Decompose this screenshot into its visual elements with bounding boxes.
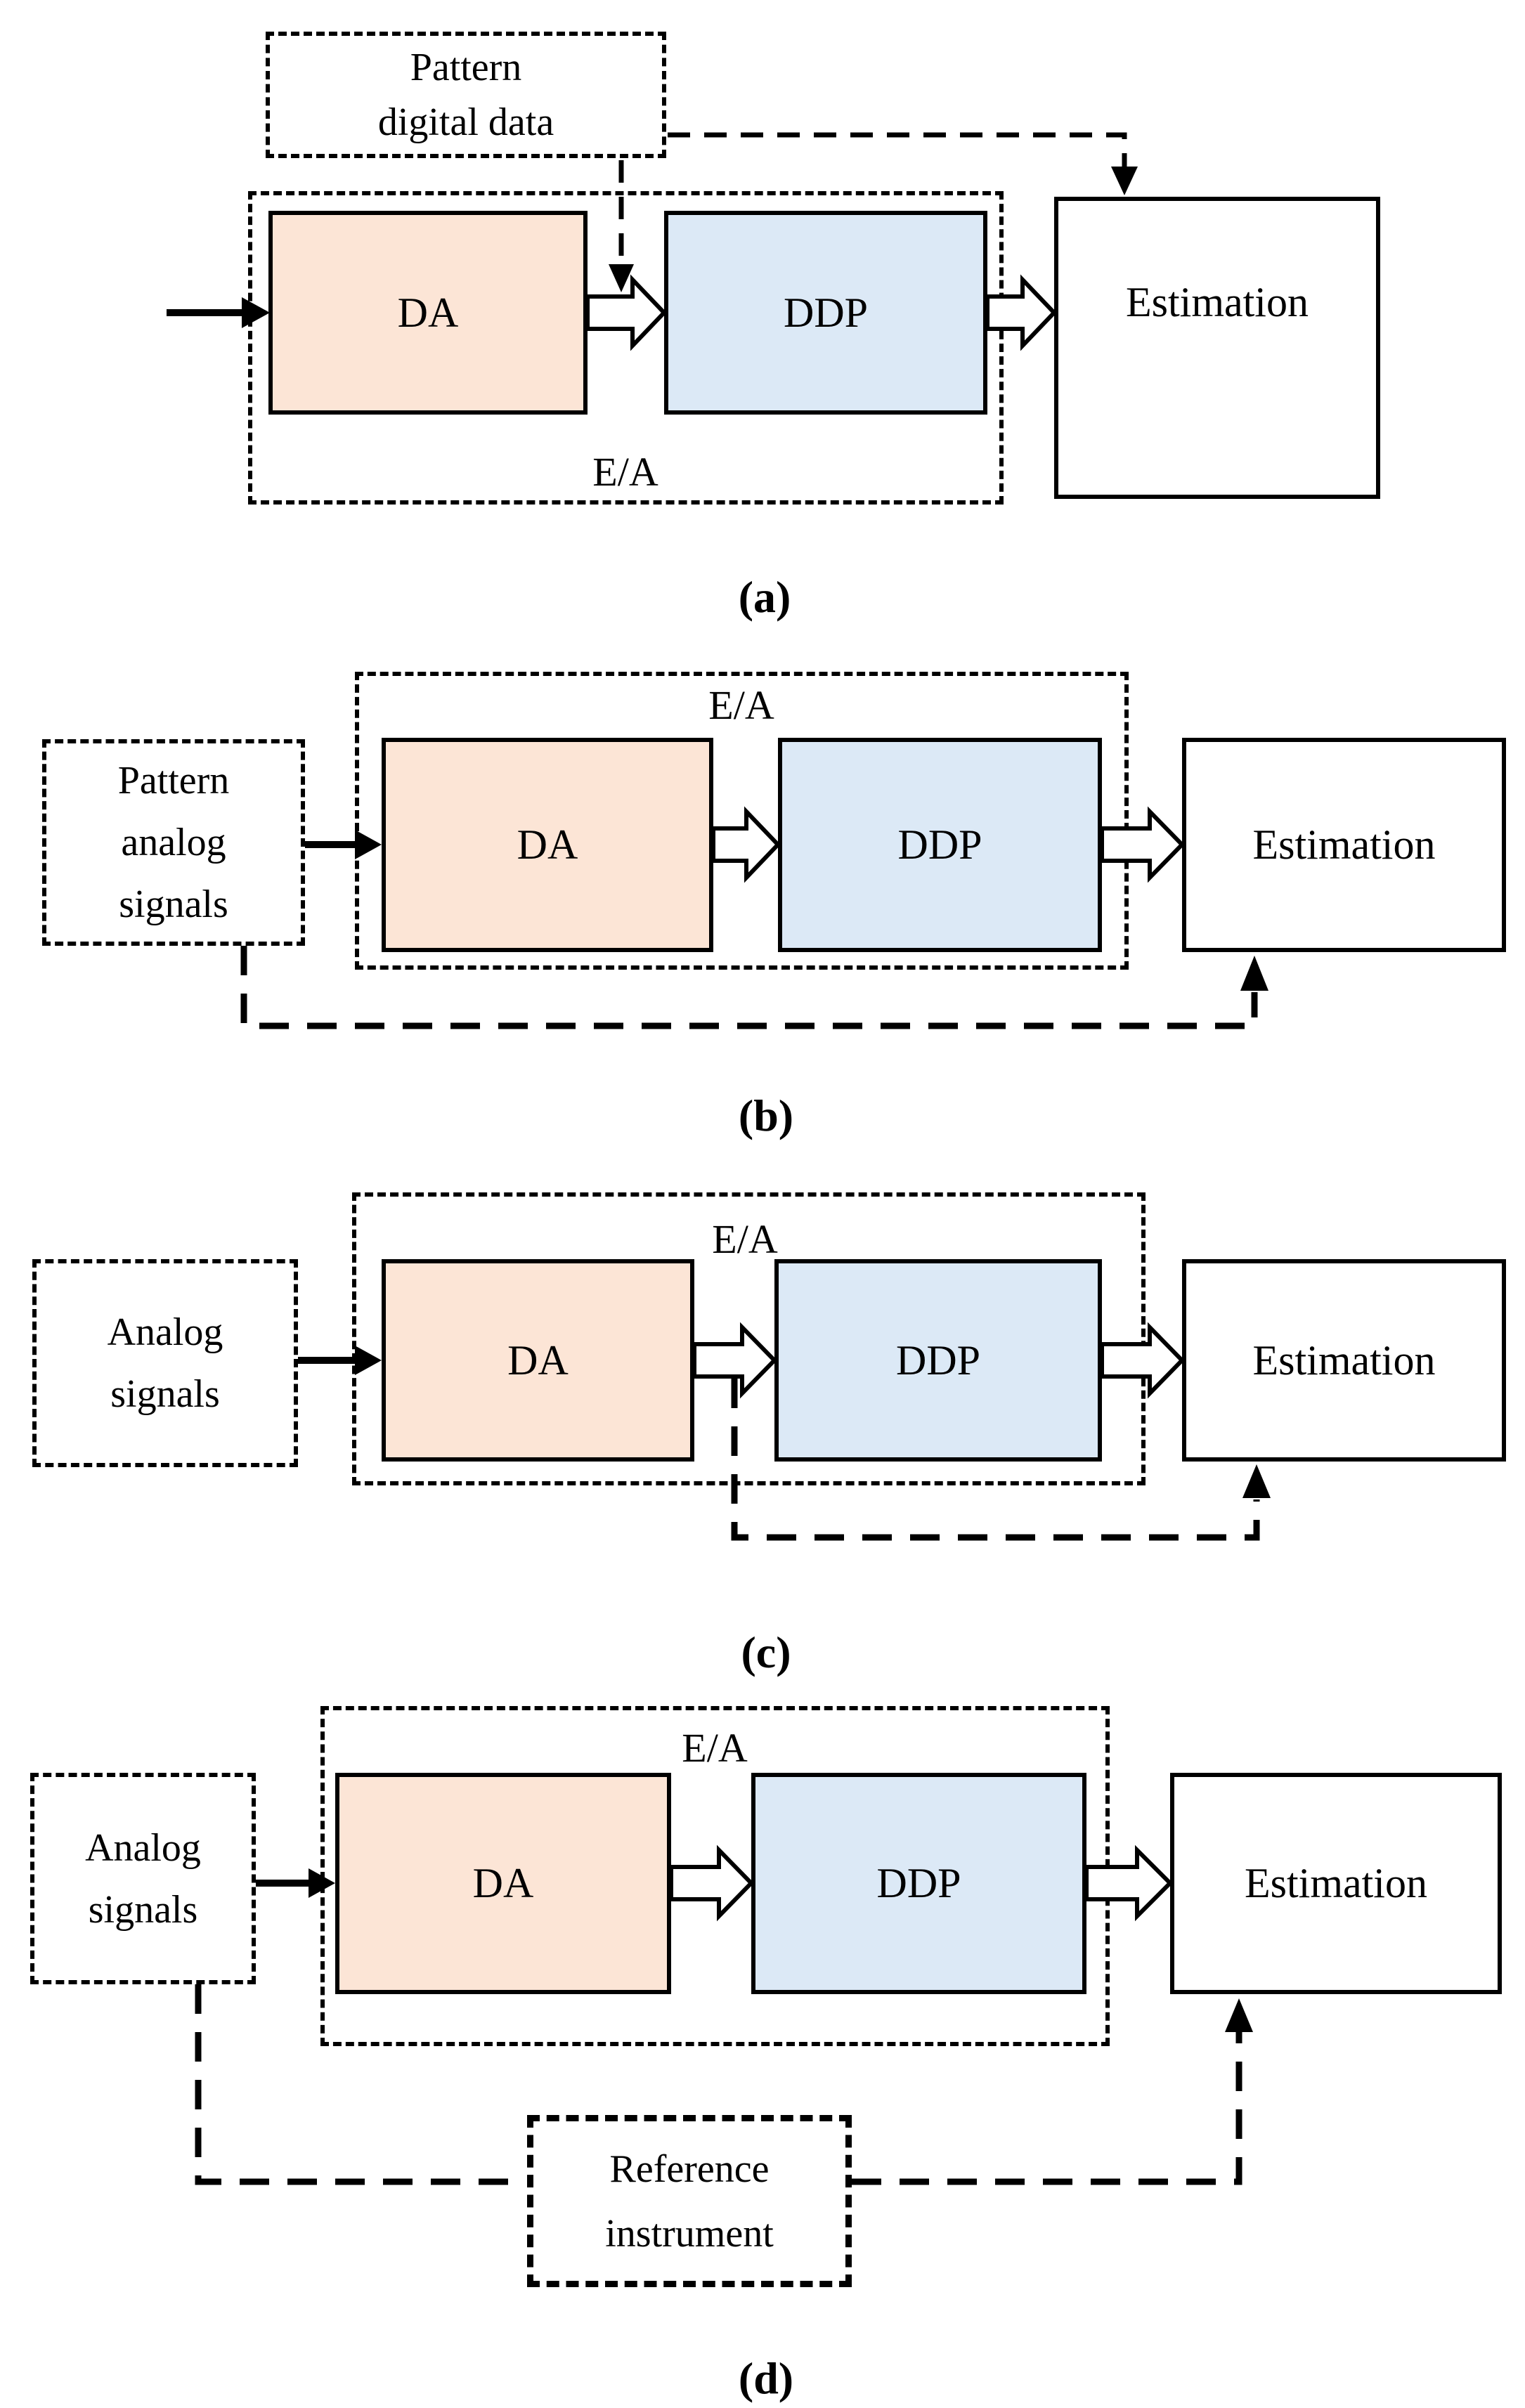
pattern-digital-data-box: Pattern digital data — [266, 32, 666, 158]
da-box-b: DA — [382, 738, 713, 952]
feedback-arrowhead-c — [1242, 1464, 1271, 1498]
estimation-box-a: Estimation — [1054, 197, 1380, 499]
reference-instrument-line2: instrument — [605, 2211, 774, 2256]
analog-signals-box-c: Analog signals — [32, 1259, 298, 1467]
ddp-box-b: DDP — [778, 738, 1102, 952]
analog-signals-c-line1: Analog — [107, 1310, 223, 1354]
feedback-arrowhead-b — [1240, 956, 1268, 991]
ea-label-d: E/A — [682, 1724, 748, 1771]
caption-d: (d) — [738, 2353, 794, 2403]
ddp-box-c: DDP — [774, 1259, 1102, 1462]
analog-signals-c-line2: signals — [110, 1372, 220, 1416]
pattern-analog-signals-line3: signals — [119, 883, 228, 926]
estimation-box-d: Estimation — [1170, 1773, 1502, 1994]
analog-signals-d-line1: Analog — [85, 1825, 201, 1870]
ea-label-a: E/A — [592, 448, 658, 495]
ddp-box-a: DDP — [664, 211, 987, 415]
pattern-digital-data-line1: Pattern — [410, 46, 522, 89]
pattern-analog-signals-line1: Pattern — [117, 759, 230, 802]
da-box-a: DA — [268, 211, 588, 415]
ddp-box-d: DDP — [751, 1773, 1086, 1994]
reference-to-estimation-dashed-line-d — [852, 2032, 1242, 2185]
analog-signals-d-line2: signals — [88, 1887, 198, 1932]
pattern-to-estimation-arrowhead-a — [1111, 167, 1138, 195]
pattern-to-estimation-dashed-line-a — [668, 132, 1127, 167]
estimation-box-b: Estimation — [1182, 738, 1506, 952]
estimation-box-c: Estimation — [1182, 1259, 1506, 1462]
reference-to-estimation-arrowhead-d — [1225, 1998, 1253, 2032]
reference-instrument-box: Reference instrument — [527, 2115, 852, 2287]
pattern-digital-data-line2: digital data — [377, 100, 554, 144]
da-box-c: DA — [382, 1259, 694, 1462]
ea-label-b: E/A — [708, 682, 774, 728]
pattern-analog-signals-box: Pattern analog signals — [42, 739, 305, 946]
caption-c: (c) — [741, 1627, 791, 1677]
da-box-d: DA — [335, 1773, 671, 1994]
reference-instrument-line1: Reference — [609, 2147, 770, 2191]
ea-label-c: E/A — [712, 1216, 778, 1262]
caption-b: (b) — [738, 1091, 794, 1140]
caption-a: (a) — [738, 572, 791, 622]
pattern-analog-signals-line2: analog — [121, 821, 226, 864]
analog-signals-box-d: Analog signals — [30, 1773, 256, 1984]
